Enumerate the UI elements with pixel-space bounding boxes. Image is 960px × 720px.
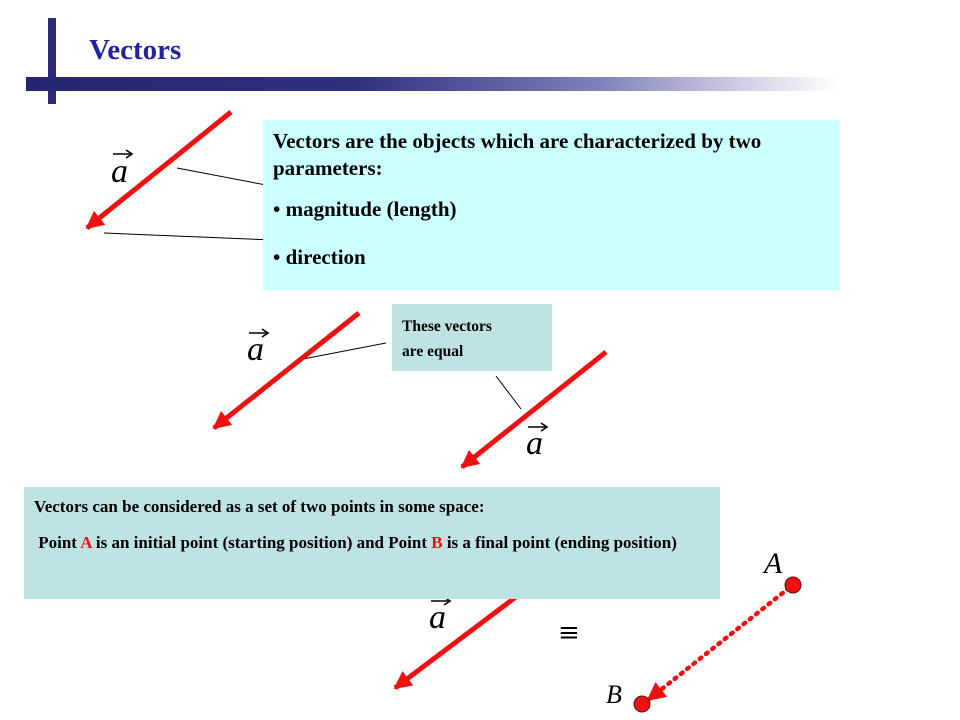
definition-box: Vectors are the objects which are charac… xyxy=(263,120,840,290)
vector-label-1: a xyxy=(111,149,134,190)
callout-line-label xyxy=(176,167,267,186)
vector-label-2: a xyxy=(247,328,270,368)
point-a-highlight: A xyxy=(80,533,92,552)
equality-line-1: These vectors xyxy=(402,318,492,335)
point-b-highlight: B xyxy=(431,533,443,552)
vector-symbol-2: a xyxy=(247,331,264,368)
callout-line-left-vector xyxy=(302,342,387,360)
equality-line-2: are equal xyxy=(402,343,464,360)
vector-arrow-2 xyxy=(212,311,361,430)
points-text-2: is an initial point (starting position) … xyxy=(91,533,432,552)
slide-title: Vectors xyxy=(89,34,182,66)
points-line-1: Vectors can be considered as a set of tw… xyxy=(34,497,485,516)
callout-line-right-vector xyxy=(495,375,522,410)
vector-arrow-3 xyxy=(460,350,608,469)
bullet-marker-2: • xyxy=(273,245,281,269)
vector-label-4: a xyxy=(429,596,452,636)
points-text-3: is a final point (ending position) xyxy=(442,533,677,552)
bullet-magnitude-text: magnitude (length) xyxy=(285,197,457,221)
vector-arrow-1 xyxy=(85,110,233,230)
vector-symbol-3: a xyxy=(526,425,543,462)
definition-intro: Vectors are the objects which are charac… xyxy=(273,129,762,180)
vector-symbol-4: a xyxy=(429,599,446,636)
bullet-marker-1: • xyxy=(273,197,281,221)
dotted-vector-ab xyxy=(645,585,792,703)
points-note-box: Vectors can be considered as a set of tw… xyxy=(24,487,720,599)
vector-symbol-1: a xyxy=(111,153,128,190)
bullet-magnitude: • magnitude (length) xyxy=(273,196,830,223)
equivalence-symbol: ≡ xyxy=(558,618,580,648)
points-text-1: Point xyxy=(38,533,81,552)
vector-label-3: a xyxy=(526,422,549,462)
points-line-2: Point A is an initial point (starting po… xyxy=(34,530,710,556)
bullet-direction: • direction xyxy=(273,244,830,271)
point-a-label: A xyxy=(762,547,783,580)
point-b-label: B xyxy=(606,680,622,709)
header-vertical-bar xyxy=(48,18,56,104)
point-a-dot xyxy=(784,576,802,594)
equality-note-box: These vectors are equal xyxy=(392,304,552,371)
header-horizontal-bar xyxy=(26,77,840,91)
callout-line-tail xyxy=(103,232,273,241)
bullet-direction-text: direction xyxy=(285,245,366,269)
point-b-dot xyxy=(633,695,651,713)
